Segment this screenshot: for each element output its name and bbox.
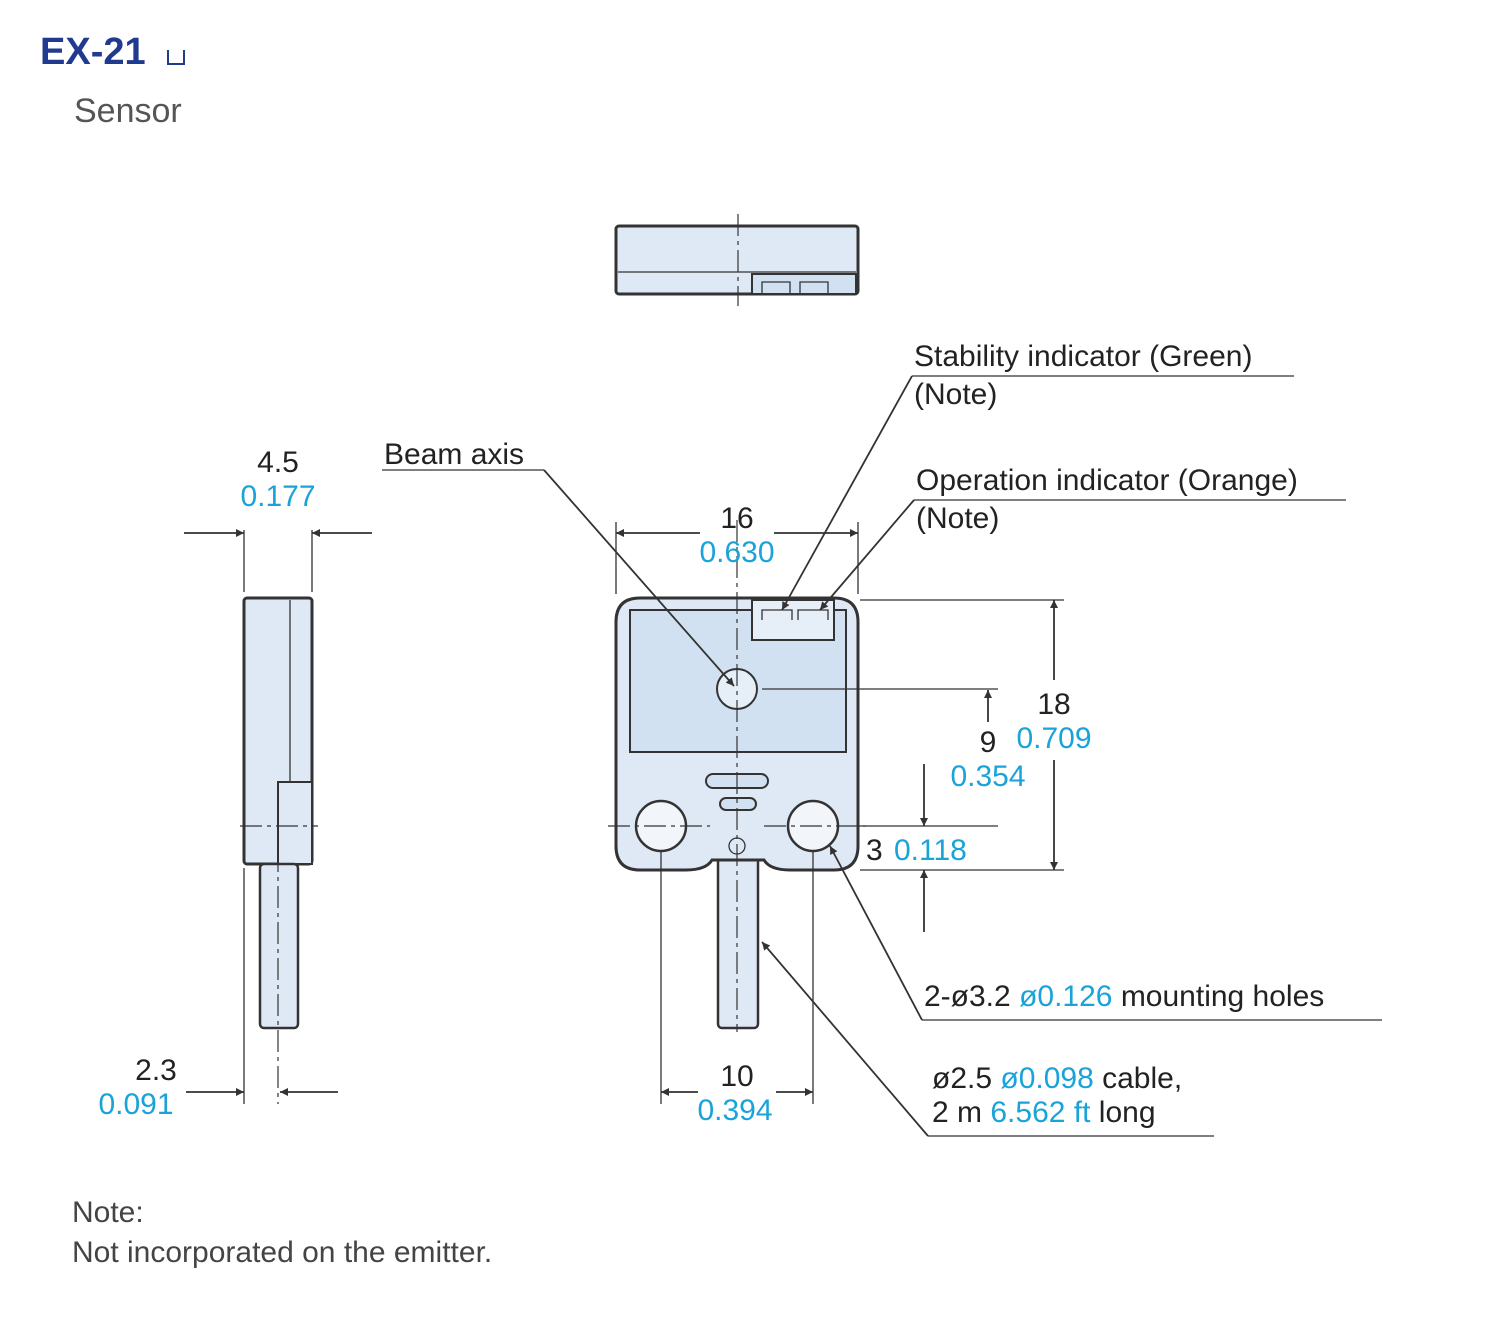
hole-height-dimension: 3 0.118: [866, 764, 967, 932]
note-text: Not incorporated on the emitter.: [72, 1236, 492, 1269]
operation-indicator-callout: Operation indicator (Orange) (Note): [819, 464, 1346, 611]
height-inch: 0.709: [1016, 722, 1091, 755]
cable-offset-mm: 2.3: [135, 1054, 177, 1087]
note-heading: Note:: [72, 1196, 144, 1229]
cable-label-line1: ø2.5 ø0.098 cable,: [932, 1062, 1182, 1095]
height-mm: 18: [1037, 688, 1070, 721]
operation-indicator-note: (Note): [916, 502, 999, 535]
hole-pitch-mm: 10: [720, 1060, 753, 1093]
thickness-dimension: 4.5 0.177: [184, 446, 372, 592]
width-mm: 16: [720, 502, 753, 535]
beam-axis-height-mm: 9: [980, 726, 997, 759]
cable-offset-dimension: 2.3 0.091: [98, 868, 338, 1121]
width-dimension: 16 0.630: [615, 502, 859, 594]
thickness-mm: 4.5: [257, 446, 299, 479]
stability-indicator-callout: Stability indicator (Green) (Note): [781, 340, 1294, 611]
hole-height-mm: 3: [866, 834, 883, 867]
model-suffix-icon: [167, 50, 185, 65]
hole-pitch-dimension: 10 0.394: [660, 852, 814, 1127]
hole-height-inch: 0.118: [894, 834, 967, 867]
hole-pitch-inch: 0.394: [697, 1094, 772, 1127]
side-view: [240, 596, 318, 1104]
cable-offset-inch: 0.091: [98, 1088, 173, 1121]
stability-indicator-label: Stability indicator (Green): [914, 340, 1252, 373]
mounting-holes-label: 2-ø3.2 ø0.126 mounting holes: [924, 980, 1324, 1013]
operation-indicator-label: Operation indicator (Orange): [916, 464, 1298, 497]
beam-axis-callout: Beam axis: [382, 438, 735, 687]
mounting-holes-callout: 2-ø3.2 ø0.126 mounting holes: [829, 845, 1382, 1021]
page-title: EX-21: [40, 31, 146, 73]
front-view: [608, 520, 866, 1032]
width-inch: 0.630: [699, 536, 774, 569]
cable-label-line2: 2 m 6.562 ft long: [932, 1096, 1156, 1129]
beam-axis-label: Beam axis: [384, 438, 524, 471]
cable-callout: ø2.5 ø0.098 cable, 2 m 6.562 ft long: [761, 941, 1214, 1137]
stability-indicator-note: (Note): [914, 378, 997, 411]
beam-axis-height-inch: 0.354: [950, 760, 1025, 793]
height-dimension: 18 0.709: [860, 599, 1092, 871]
beam-axis-height-dimension: 9 0.354: [762, 688, 1026, 827]
thickness-inch: 0.177: [240, 480, 315, 513]
page-subtitle: Sensor: [74, 92, 182, 130]
top-view: [614, 214, 860, 306]
